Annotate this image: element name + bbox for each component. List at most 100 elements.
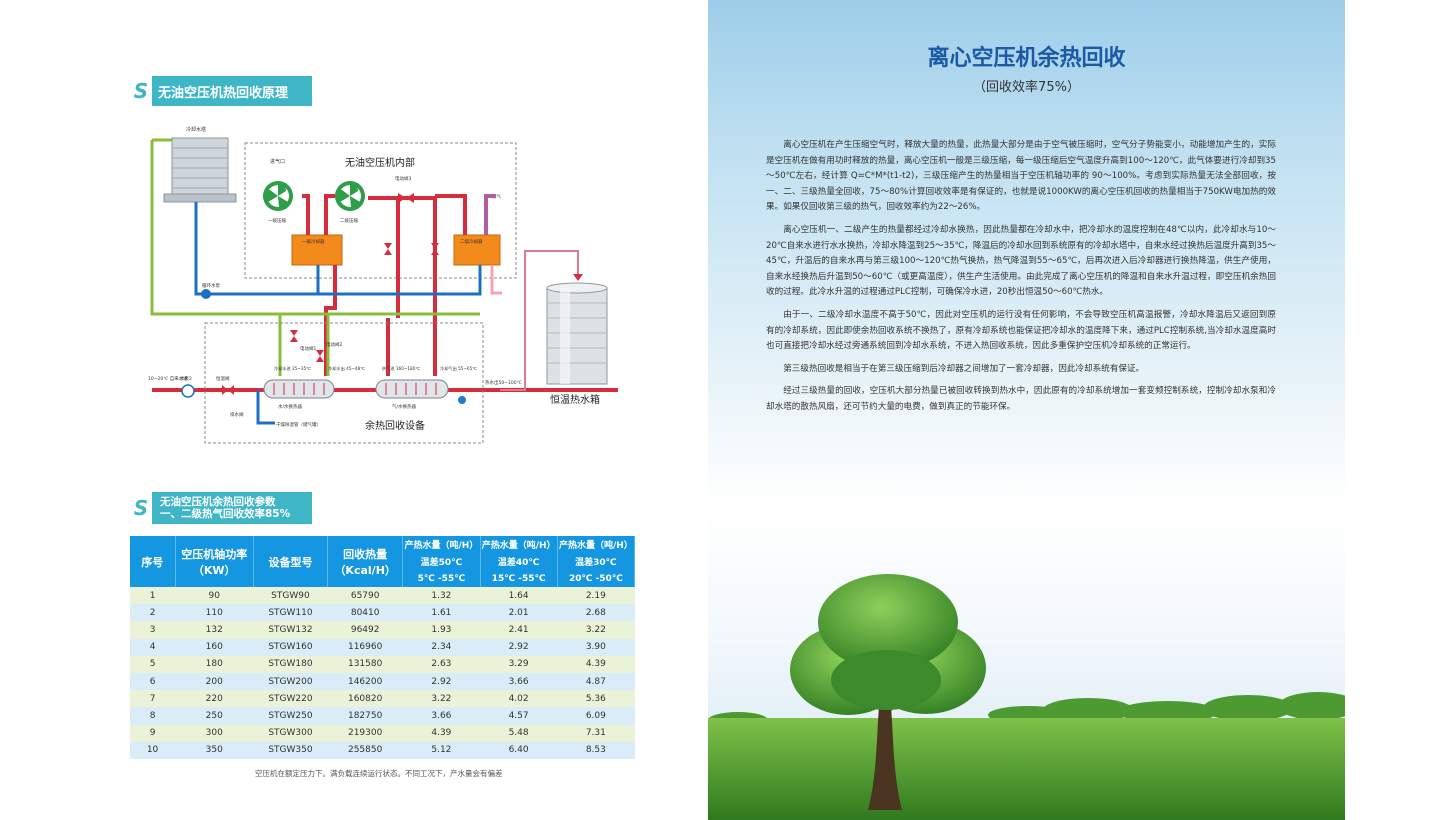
cooling-tower-icon [163, 137, 237, 203]
table-footnote: 空压机在额定压力下。满负载连续运行状态。不同工况下，产水量会有偏差 [255, 769, 503, 778]
table-cell: 2 [130, 604, 176, 622]
section-title: 无油空压机热回收原理 [158, 85, 289, 101]
table-cell: 1.32 [402, 587, 480, 605]
label-recovery-box: 余热回收设备 [365, 419, 425, 432]
paragraph: 经过三级热量的回收，空压机大部分热量已被回收转换到热水中，因此原有的冷却系统增加… [766, 386, 1276, 412]
recovery-equipment-box [204, 322, 484, 444]
table-cell: 5.12 [402, 741, 480, 759]
table-cell: 2.63 [402, 655, 480, 673]
label-pump2: 水泵2 [180, 375, 192, 382]
table-cell: 90 [175, 587, 254, 605]
page-title: 离心空压机余热回收 [927, 46, 1126, 71]
table-cell: 5.36 [557, 690, 635, 708]
table-cell: 9 [130, 724, 176, 742]
label-valve3: 电动阀3 [395, 175, 411, 182]
table-cell: 65790 [327, 587, 403, 605]
label-hot-air-in: 热气进 160~180℃ [382, 365, 420, 372]
parameter-table: 序号 空压机轴功率（KW） 设备型号 回收热量（Kcal/H） 产热水量（吨/H… [130, 536, 636, 759]
pump-icon [201, 289, 211, 299]
stage2-cooler [453, 234, 501, 266]
drain-valve-icon [458, 396, 466, 404]
brand-logo-icon: S [130, 76, 152, 106]
section-header-principle: S 无油空压机热回收原理 [130, 76, 312, 106]
label-water-hx: 水/水换热器 [278, 403, 303, 410]
label-exhaust: 排气 [492, 193, 501, 200]
table-cell: 80410 [327, 604, 403, 622]
table-cell: STGW220 [253, 690, 328, 708]
page-margin [1345, 0, 1429, 820]
th-prod1: 产热水量（吨/H） [402, 536, 481, 553]
label-compressor-internal: 无油空压机内部 [345, 156, 415, 169]
label-cooling-water-out: 冷却水出 45~48℃ [328, 365, 365, 372]
table-cell: 160 [175, 638, 254, 656]
th-range3: 20℃ -50℃ [557, 570, 636, 587]
table-cell: 1.64 [480, 587, 558, 605]
table-cell: 4.02 [480, 690, 558, 708]
table-cell: 3.66 [480, 672, 558, 691]
table-cell: 182750 [327, 707, 403, 725]
section2-line2: 一、二级热气回收效率85% [160, 508, 291, 520]
table-cell: 2.92 [402, 672, 480, 691]
label-pump: 循环水泵 [202, 282, 220, 289]
grass-field [708, 718, 1345, 820]
table-cell: 2.34 [402, 638, 480, 656]
compressor-internal-box [244, 142, 517, 279]
table-cell: 2.19 [557, 587, 635, 605]
table-cell: 131580 [327, 655, 403, 673]
table-cell: 110 [175, 604, 254, 622]
table-cell: STGW180 [253, 655, 328, 673]
table-cell: 3.22 [402, 690, 480, 708]
table-cell: 4.39 [557, 655, 635, 673]
valve-icons [222, 193, 439, 395]
th-range1: 5℃ -55℃ [402, 570, 481, 587]
table-cell: 6.40 [480, 741, 558, 759]
table-cell: 250 [175, 707, 254, 725]
table-cell: 116960 [327, 638, 403, 656]
label-drain-valve: 排水阀 [230, 411, 244, 418]
table-cell: 96492 [327, 621, 403, 639]
label-hot-water-out: 热水出50~100℃ [485, 379, 522, 386]
table-cell: 5 [130, 655, 176, 673]
page-subtitle: （回收效率75%） [973, 80, 1080, 95]
table-cell: 300 [175, 724, 254, 742]
table-cell: 3.90 [557, 638, 635, 656]
label-stage2-cooler: 二级冷却器 [460, 238, 483, 245]
th-diff1: 温差50℃ [402, 553, 481, 570]
table-cell: 3 [130, 621, 176, 639]
th-diff3: 温差30℃ [557, 553, 636, 570]
table-cell: STGW90 [253, 587, 328, 605]
table-cell: 1.61 [402, 604, 480, 622]
table-cell: 4.57 [480, 707, 558, 725]
label-stage1-cooler: 一级冷却器 [302, 238, 325, 245]
body-text: 离心空压机在产生压缩空气时，释放大量的热量，此热量大部分是由于空气被压缩时，空气… [766, 138, 1276, 423]
table-cell: 4 [130, 638, 176, 656]
th-no: 序号 [130, 536, 176, 587]
table-cell: 1 [130, 587, 176, 605]
table-cell: STGW300 [253, 724, 328, 742]
label-valve2: 电动阀2 [326, 341, 342, 348]
label-hot-tank: 恒温热水箱 [550, 393, 600, 406]
th-prod2: 产热水量（吨/H） [480, 536, 558, 553]
label-cold-air-out: 冷却气出 55~65℃ [440, 365, 477, 372]
table-cell: 350 [175, 741, 254, 759]
table-cell: 132 [175, 621, 254, 639]
table-cell: 2.41 [480, 621, 558, 639]
fan-stage2-icon [334, 181, 365, 211]
label-stage1: 一级压缩 [268, 217, 286, 224]
label-feed-water: 10~20℃ 自来水进 [148, 375, 188, 382]
th-heat: 回收热量（Kcal/H） [327, 536, 404, 587]
tree-icon [790, 574, 986, 810]
label-air-inlet: 进气口 [270, 158, 285, 165]
table-cell: 8 [130, 707, 176, 725]
paragraph: 第三级热回收是相当于在第三级压缩到后冷却器之间增加了一套冷却器，因此冷却系统有保… [783, 363, 1145, 374]
section-header-params: S 无油空压机余热回收参数 一、二级热气回收效率85% [130, 492, 312, 524]
